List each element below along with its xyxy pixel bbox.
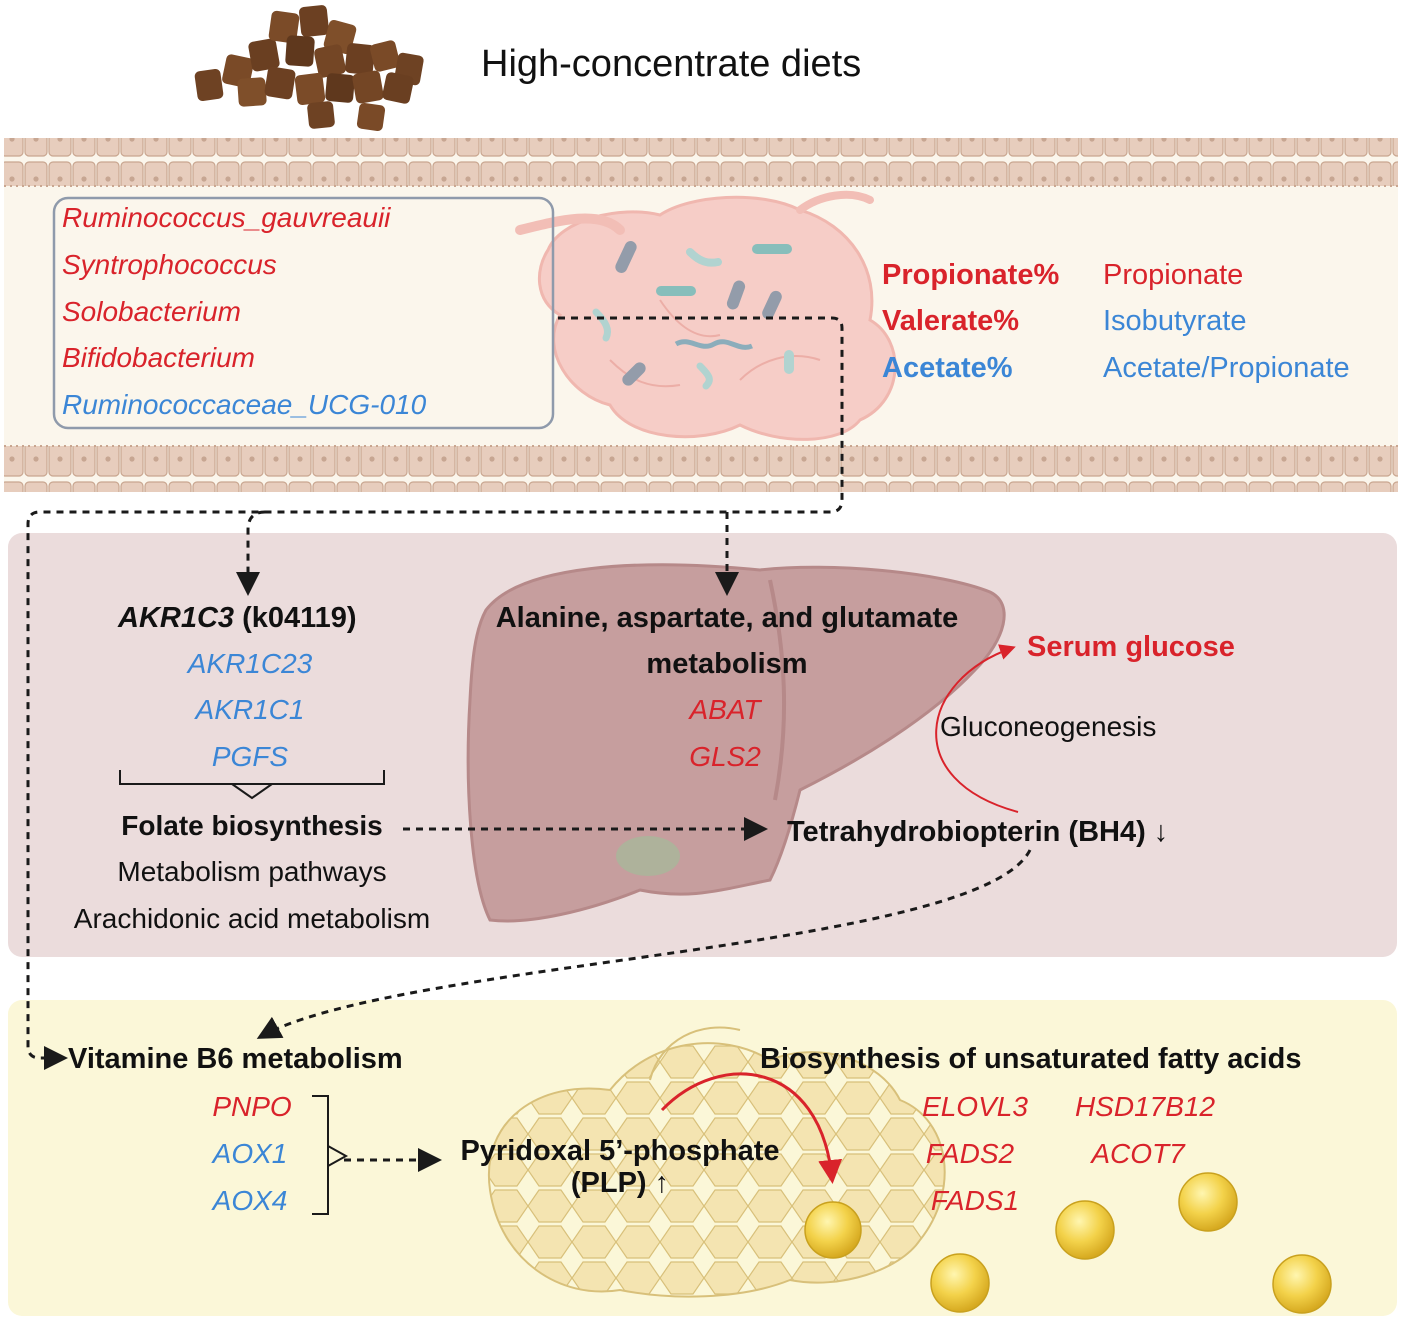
aa-gene: ABAT	[689, 694, 761, 725]
akr-related-gene: PGFS	[211, 741, 289, 772]
arrow-gluconeogenesis	[935, 644, 1019, 813]
vfa-item: Isobutyrate	[1103, 305, 1247, 337]
arrow-bh4-to-b6	[256, 849, 1032, 1039]
b6-gene: AOX4	[212, 1185, 288, 1216]
ufa-gene: HSD17B12	[1074, 1091, 1216, 1122]
aa-gene: GLS2	[689, 741, 761, 772]
bacteria-item: Ruminococcaceae_UCG-010	[62, 389, 427, 420]
bracket-akr-genes	[119, 770, 385, 785]
gluconeogenesis-label: Gluconeogenesis	[940, 711, 1157, 742]
vfa-item: Propionate	[1103, 259, 1244, 291]
ufa-gene: ACOT7	[1091, 1138, 1185, 1169]
feed-pellets-icon	[194, 5, 424, 132]
bh4-label: Tetrahydrobiopterin (BH4) ↓	[787, 816, 1169, 848]
akr-related-gene: AKR1C23	[187, 648, 313, 679]
akr-related-gene: AKR1C1	[195, 694, 305, 725]
lipid-droplets-icon	[804, 1172, 1332, 1314]
bacteria-item: Bifidobacterium	[62, 342, 255, 373]
bacteria-item: Solobacterium	[62, 296, 241, 327]
akr1c3-label: AKR1C3 (k04119)	[118, 604, 357, 633]
pathway-label: Arachidonic acid metabolism	[73, 903, 431, 934]
pathway-label: Metabolism pathways	[117, 856, 387, 887]
bracket-b6-genes	[312, 1095, 329, 1215]
amino-acid-pathway: Alanine, aspartate, and glutamate	[495, 602, 959, 634]
b6-gene: AOX1	[212, 1138, 288, 1169]
bacteria-item: Syntrophococcus	[62, 249, 277, 280]
ufa-gene: FADS2	[925, 1138, 1015, 1169]
plp-label: Pyridoxal 5’-phosphate	[460, 1135, 780, 1167]
arrow-to-akr1c3	[236, 510, 266, 596]
akr1c3-ko: (k04119)	[234, 602, 357, 634]
vfa-percent-item: Acetate%	[882, 352, 1013, 384]
akr1c3-gene: AKR1C3	[118, 602, 235, 634]
page-title: High-concentrate diets	[481, 43, 862, 85]
bacteria-box	[52, 196, 555, 430]
liver-organ-icon	[466, 563, 1006, 923]
vfa-percent-item: Valerate%	[882, 305, 1020, 337]
folate-biosynthesis: Folate biosynthesis	[121, 810, 383, 841]
arrow-plp-to-ufa	[660, 1072, 843, 1184]
amino-acid-pathway-line2: metabolism	[646, 648, 808, 680]
vfa-item: Acetate/Propionate	[1103, 352, 1350, 384]
ufa-title: Biosynthesis of unsaturated fatty acids	[760, 1043, 1302, 1075]
arrow-rumen-to-b6	[26, 316, 844, 1070]
ufa-gene: FADS1	[930, 1185, 1020, 1216]
plp-label-line2: (PLP) ↑	[570, 1167, 670, 1199]
vitamin-b6-title: Vitamine B6 metabolism	[68, 1043, 403, 1075]
bacteria-item: Ruminococcus_gauvreauii	[62, 202, 391, 233]
b6-gene: PNPO	[212, 1091, 292, 1122]
vfa-percent-item: Propionate%	[882, 259, 1060, 291]
serum-glucose: Serum glucose	[1027, 631, 1235, 663]
ufa-gene: ELOVL3	[922, 1091, 1028, 1122]
flow-arrows	[26, 316, 1032, 1172]
